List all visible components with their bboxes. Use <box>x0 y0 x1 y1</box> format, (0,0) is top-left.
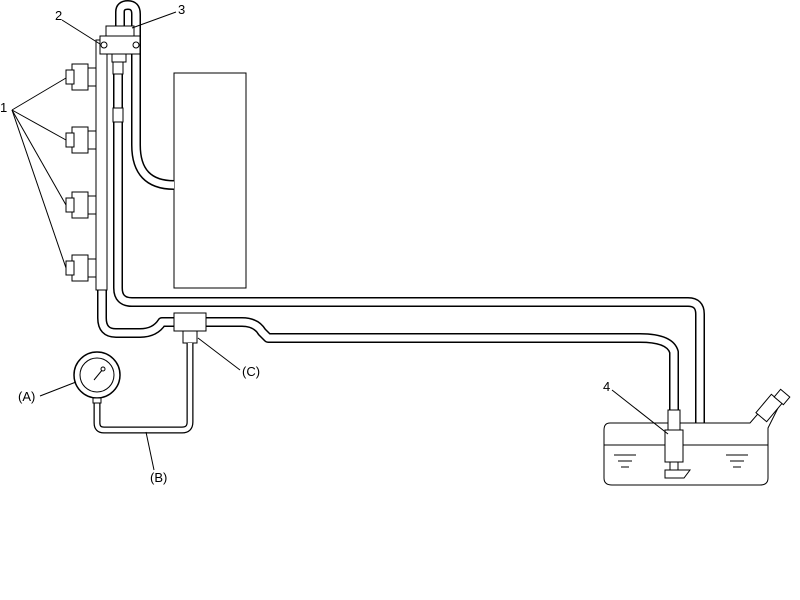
pressure-regulator <box>99 25 141 123</box>
label-gauge-hose: (B) <box>150 470 167 485</box>
feed-hose <box>97 60 679 430</box>
injector <box>65 63 97 91</box>
label-fuel-rail: 2 <box>55 8 62 23</box>
injector <box>65 126 97 154</box>
engine-block <box>173 72 247 289</box>
filler-neck <box>755 388 791 423</box>
return-hose <box>113 60 705 452</box>
injectors <box>65 63 97 282</box>
gauge-hose <box>93 343 194 434</box>
label-pressure-regulator: 3 <box>178 2 185 17</box>
injector <box>65 254 97 282</box>
fuel-tank <box>603 388 791 486</box>
tee-joint <box>173 312 207 344</box>
label-injectors: 1 <box>0 100 7 115</box>
fuel-pump <box>664 409 691 479</box>
injector <box>65 191 97 219</box>
fuel-level-marks <box>614 454 748 468</box>
leader-lines <box>11 11 669 471</box>
label-tee-joint: (C) <box>242 364 260 379</box>
pressure-gauge <box>73 351 121 404</box>
fuel-rail <box>95 39 108 291</box>
label-fuel-pump: 4 <box>603 379 610 394</box>
regulator-loop-hose <box>115 0 175 190</box>
label-gauge: (A) <box>18 389 35 404</box>
